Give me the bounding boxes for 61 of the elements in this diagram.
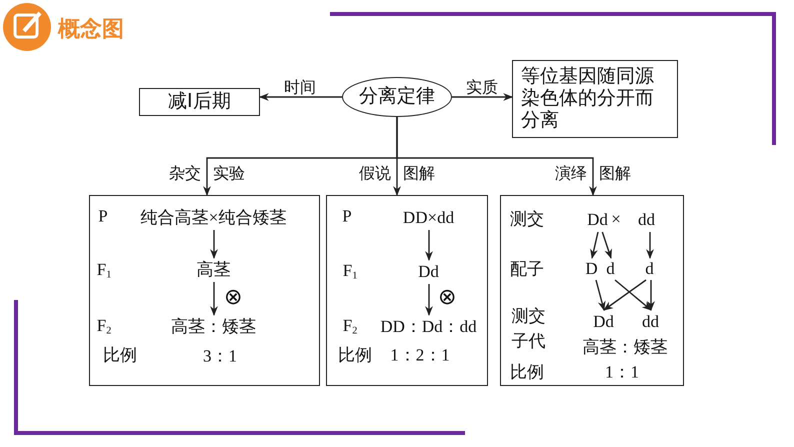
- generation-symbol: F$_{1}$: [342, 262, 358, 282]
- arrow: [603, 279, 646, 311]
- concept-box: [326, 195, 488, 386]
- ratio-value: 1：1: [605, 364, 639, 382]
- genetics-text: D: [584, 258, 600, 280]
- arrow: [646, 232, 654, 259]
- ratio-label: 比例: [103, 346, 137, 366]
- arrow: [396, 117, 597, 196]
- concept-text: 减Ⅰ后期: [168, 91, 231, 113]
- generation-symbol: F$_{1}$: [96, 261, 112, 281]
- concept-box: [139, 88, 260, 116]
- genetics-text: DD：Dd：dd: [374, 314, 482, 338]
- cross-symbol: ×: [611, 210, 621, 230]
- ratio-label: 比例: [338, 346, 372, 366]
- selfing-symbol: ⊗: [224, 284, 242, 310]
- row-label: 测交: [510, 210, 544, 230]
- concept-text: 分离定律: [359, 86, 435, 108]
- genetics-text: d: [602, 258, 618, 280]
- generation-symbol: P: [98, 208, 108, 226]
- row-label: 配子: [510, 260, 544, 280]
- concept-ellipse: [342, 77, 452, 117]
- genetics-text: dd: [632, 208, 662, 232]
- phenotype-ratio: 高茎：矮茎: [582, 338, 668, 358]
- heading: 概念图: [58, 16, 124, 44]
- concept-text: 等位基因随同源染色体的分开而分离: [521, 66, 655, 132]
- ratio-value: 1：2：1: [390, 346, 450, 366]
- genetics-text: Dd: [582, 208, 612, 232]
- arrow: [210, 230, 218, 259]
- generation-symbol: P: [342, 208, 352, 226]
- genetics-text: Dd: [412, 260, 446, 284]
- concept-box: [500, 195, 684, 386]
- arrow: [425, 284, 433, 316]
- genetics-text: Dd: [588, 310, 620, 334]
- genetics-text: dd: [634, 310, 666, 334]
- arrow: [647, 280, 655, 311]
- arrow: [210, 282, 218, 316]
- arrow: [259, 93, 342, 101]
- arrow: [595, 280, 606, 311]
- genetics-text: 高茎：矮茎: [148, 314, 278, 338]
- arrow: [452, 93, 513, 101]
- edge-label: 演绎 图解: [555, 164, 631, 184]
- concept-box: [512, 60, 678, 138]
- genetics-text: 高茎: [190, 258, 238, 282]
- concept-box: [89, 195, 320, 386]
- selfing-symbol: ⊗: [438, 284, 456, 310]
- arrow: [425, 230, 433, 261]
- arrow: [614, 279, 652, 311]
- edge-label: 假说 图解: [359, 164, 435, 184]
- arrow: [590, 232, 599, 259]
- arrow: [602, 232, 612, 259]
- generation-symbol: F$_{2}$: [96, 317, 112, 337]
- ratio-label: 比例: [510, 364, 544, 382]
- edge-label: 时间: [284, 78, 316, 98]
- edge-label: 实质: [466, 78, 498, 98]
- genetics-text: d: [642, 258, 658, 280]
- generation-symbol: F$_{2}$: [342, 317, 358, 337]
- genetics-text: 纯合高茎×纯合矮茎: [116, 206, 312, 230]
- edge-label: 杂交 实验: [169, 164, 245, 184]
- genetics-text: DD×dd: [392, 206, 464, 230]
- row-label: 测交子代: [512, 305, 546, 352]
- ratio-value: 3：1: [203, 348, 237, 366]
